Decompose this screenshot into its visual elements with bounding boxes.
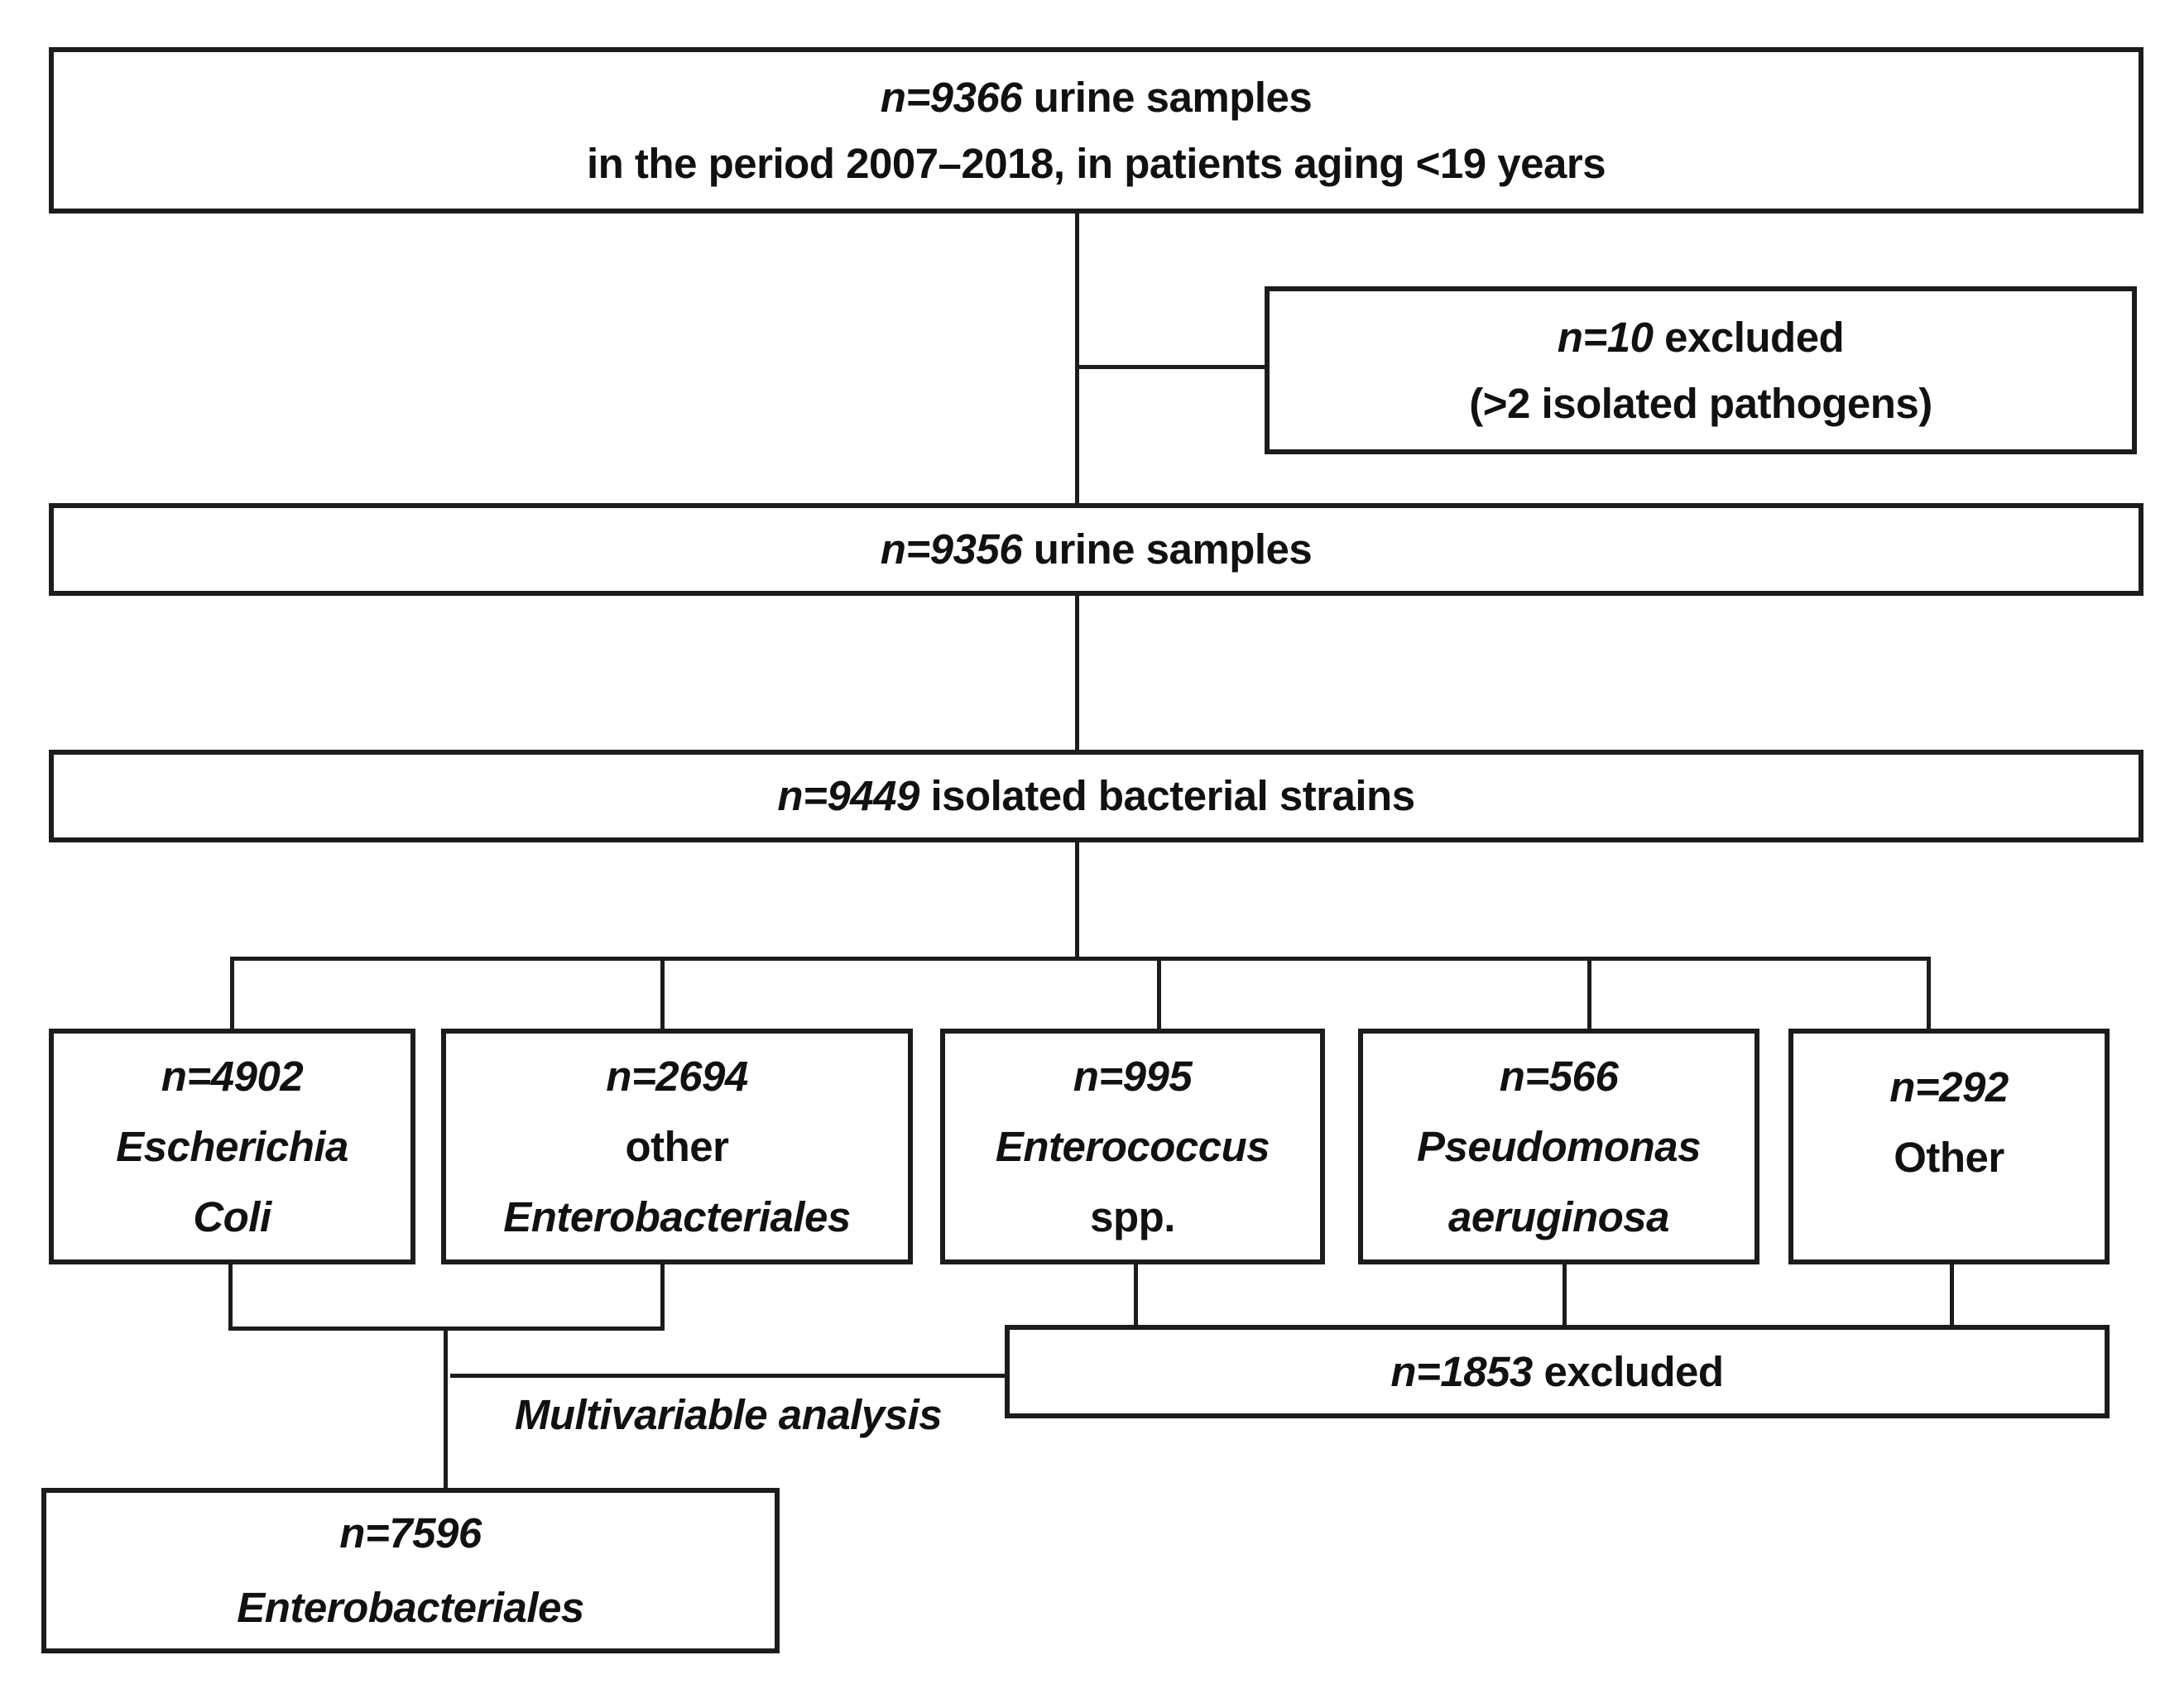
connector-to-7596	[444, 1327, 448, 1490]
connector-enterococcus-down	[1134, 1262, 1138, 1327]
box-text-line: n=9449 isolated bacterial strains	[777, 763, 1415, 829]
box-escherichia-coli: n=4902 Escherichia Coli	[49, 1029, 415, 1264]
drop-to-ecoli	[230, 957, 234, 1031]
n-value: n=9366	[880, 73, 1023, 121]
connector-ecoli-down	[228, 1262, 233, 1331]
n-value: n=1853	[1390, 1347, 1533, 1395]
species-name: Escherichia	[116, 1123, 348, 1170]
box-pseudomonas-aeruginosa: n=566 Pseudomonas aeruginosa	[1358, 1029, 1759, 1264]
connector-other292-down	[1950, 1262, 1954, 1327]
n-value: n=292	[1889, 1063, 2009, 1111]
connector-other-entero-down	[660, 1262, 665, 1331]
multivariable-analysis-label: Multivariable analysis	[514, 1391, 943, 1438]
connector-branch-excluded10	[1075, 365, 1267, 369]
label-text: Other	[1894, 1134, 2004, 1181]
box-other-enterobacteriales: n=2694 other Enterobacteriales	[441, 1029, 913, 1264]
n-value: n=10	[1557, 313, 1654, 361]
species-name: Enterobacteriales	[237, 1584, 584, 1631]
drop-to-other-species	[1927, 957, 1931, 1031]
n-value: n=4902	[161, 1053, 304, 1100]
species-name: Enterobacteriales	[503, 1193, 851, 1240]
species-name: Pseudomonas	[1416, 1123, 1702, 1170]
box-urine-samples-9356: n=9356 urine samples	[49, 503, 2143, 596]
box-text-line: (>2 isolated pathogens)	[1469, 379, 1932, 427]
label-text: urine samples	[1022, 73, 1313, 121]
label-text: other	[625, 1123, 730, 1170]
species-name: Enterococcus	[995, 1123, 1270, 1170]
connector-9356-to-9449	[1075, 593, 1079, 752]
label-text: urine samples	[1022, 525, 1313, 573]
connector-9449-to-distribution	[1075, 840, 1079, 961]
n-value: n=9449	[777, 772, 919, 819]
label-text: spp.	[1090, 1193, 1175, 1240]
n-value: n=2694	[606, 1053, 748, 1100]
box-urine-samples-9366: n=9366 urine samples in the period 2007–…	[49, 47, 2143, 214]
box-excluded-1853: n=1853 excluded	[1005, 1325, 2110, 1418]
n-value: n=566	[1499, 1053, 1619, 1100]
species-name: Coli	[193, 1193, 271, 1240]
box-other-292: n=292 Other	[1788, 1029, 2110, 1264]
box-enterococcus-spp: n=995 Enterococcus spp.	[940, 1029, 1325, 1264]
n-value: n=995	[1073, 1053, 1193, 1100]
box-text-line: n=10 excluded	[1557, 305, 1845, 371]
distribution-line	[230, 957, 1931, 961]
box-isolated-strains-9449: n=9449 isolated bacterial strains	[49, 750, 2143, 842]
species-name: aeruginosa	[1447, 1193, 1670, 1240]
connector-pseudomonas-down	[1563, 1262, 1567, 1327]
drop-to-enterococcus	[1157, 957, 1161, 1031]
drop-to-other-enterobacteriales	[660, 957, 665, 1031]
drop-to-pseudomonas	[1587, 957, 1591, 1031]
connector-top-to-9356	[1075, 211, 1079, 506]
n-value: n=7596	[339, 1509, 482, 1557]
box-enterobacteriales-7596: n=7596 Enterobacteriales	[41, 1488, 780, 1653]
box-text-line: n=1853 excluded	[1390, 1339, 1724, 1405]
label-text: isolated bacterial strains	[919, 772, 1415, 819]
multivariable-underline	[450, 1374, 1007, 1378]
box-excluded-10: n=10 excluded (>2 isolated pathogens)	[1265, 286, 2137, 454]
label-text: excluded	[1653, 313, 1845, 361]
box-text-line: in the period 2007–2018, in patients agi…	[586, 139, 1606, 187]
box-text-line: n=9366 urine samples	[881, 65, 1313, 131]
n-value: n=9356	[880, 525, 1023, 573]
label-text: excluded	[1532, 1347, 1724, 1395]
box-text-line: n=9356 urine samples	[881, 516, 1313, 583]
